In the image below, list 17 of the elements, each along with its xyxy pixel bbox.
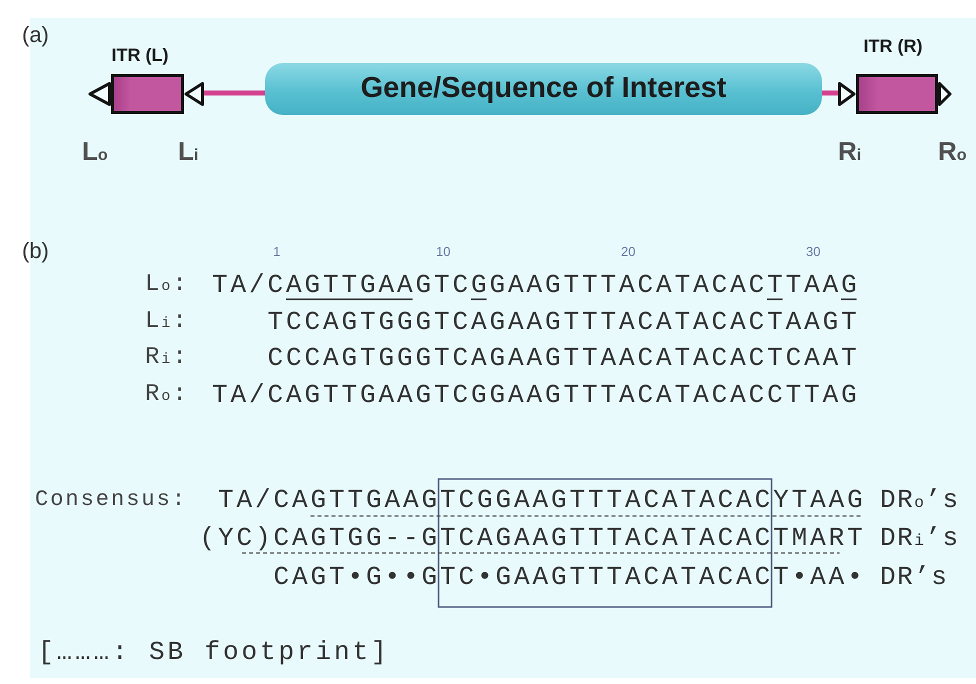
sequence-text: TA/CAGTTGAAGTCGGAAGTTTACATACACCTTAG: [212, 383, 860, 407]
position-number: 1: [273, 244, 280, 260]
panel-label: (b): [22, 238, 49, 264]
sequence-text: TCCAGTGGGTCAGAAGTTTACATACACTAAGT: [268, 310, 860, 334]
gene-box: Gene/Sequence of Interest: [265, 63, 822, 115]
repeat-label: DR’s: [880, 565, 948, 589]
itr-heading: ITR (L): [112, 45, 168, 66]
sequence-text: TA/CAGTTGAAGTCGGAAGTTTACATACACTTAAG: [212, 273, 860, 297]
position-number: 20: [621, 244, 636, 260]
position-number: 10: [436, 244, 450, 260]
sequence-text: CCCAGTGGGTCAGAAGTTAACATACACTCAAT: [268, 346, 860, 370]
itr-heading: ITR (R): [864, 36, 922, 57]
dna-line: [822, 90, 838, 96]
footprint-note: [………: SB footprint]: [38, 640, 390, 664]
consensus-label: Consensus:: [35, 488, 188, 512]
panel-label: (a): [22, 22, 49, 48]
position-number: 30: [806, 244, 820, 260]
